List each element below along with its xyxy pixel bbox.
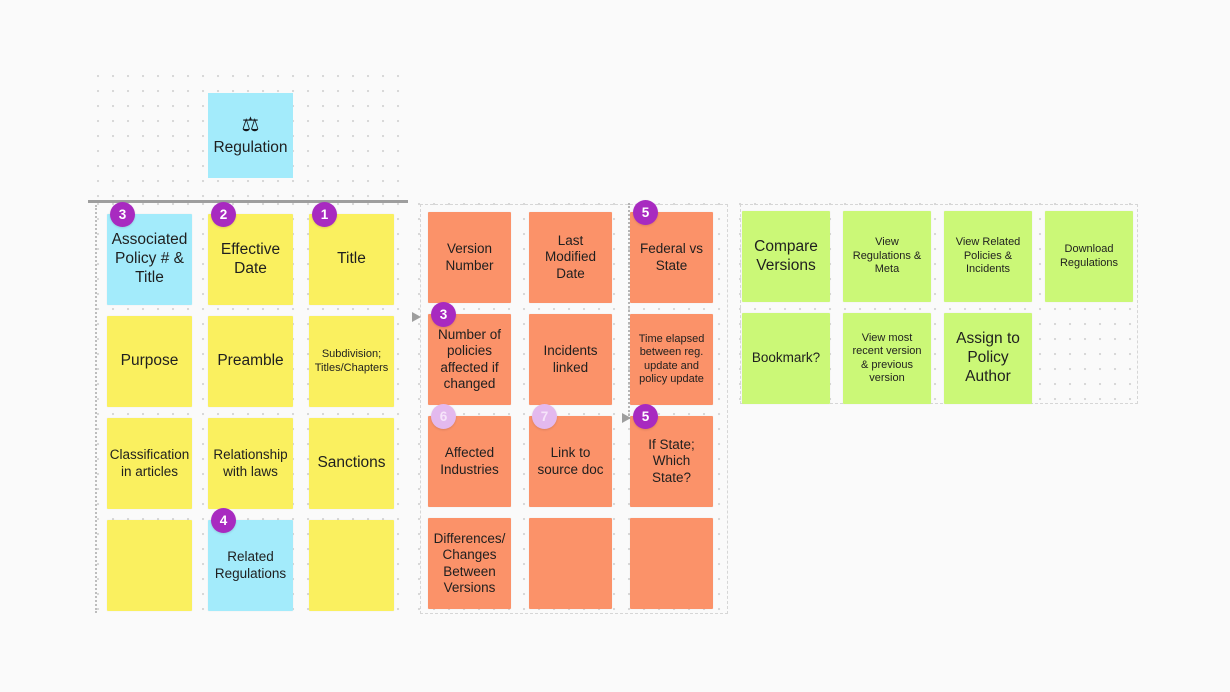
card-label: Last Modified Date: [544, 232, 597, 281]
card-preamble[interactable]: Preamble: [208, 316, 293, 407]
priority-badge-2[interactable]: 2: [211, 202, 236, 227]
card-related-regulations[interactable]: Related Regulations: [208, 520, 293, 611]
card-subdivision-titles-chapters[interactable]: Subdivision; Titles/Chapters: [309, 316, 394, 407]
card-title[interactable]: Title: [309, 214, 394, 305]
metadata-connector-line: [628, 203, 630, 419]
priority-badge-6[interactable]: 6: [431, 404, 456, 429]
card-label: Federal vs State: [639, 241, 704, 273]
card-last-modified-date[interactable]: Last Modified Date: [529, 212, 612, 303]
card-label: View most recent version & previous vers…: [852, 331, 922, 384]
card-label: Time elapsed between reg. update and pol…: [638, 332, 705, 385]
card-label: Differences/ Changes Between Versions: [433, 530, 506, 595]
card-empty-metadata-11[interactable]: [529, 518, 612, 609]
card-federal-vs-state[interactable]: Federal vs State: [630, 212, 713, 303]
card-label: Number of policies affected if changed: [437, 326, 502, 391]
card-empty-metadata-12[interactable]: [630, 518, 713, 609]
card-label: Download Regulations: [1059, 243, 1119, 269]
priority-badge-5[interactable]: 5: [633, 404, 658, 429]
priority-badge-5[interactable]: 5: [633, 200, 658, 225]
card-label: Related Regulations: [214, 549, 287, 581]
scales-of-justice-icon: ⚖: [241, 113, 260, 136]
card-label: Effective Date: [220, 240, 281, 277]
regulation-root-card[interactable]: ⚖ Regulation: [208, 93, 293, 178]
priority-badge-3[interactable]: 3: [110, 202, 135, 227]
card-label: View Regulations & Meta: [852, 236, 922, 276]
metadata-connector-arrow: [622, 413, 631, 423]
attributes-to-metadata-arrow: [412, 312, 421, 322]
card-classification-in-articles[interactable]: Classification in articles: [107, 418, 192, 509]
card-sanctions[interactable]: Sanctions: [309, 418, 394, 509]
card-time-elapsed-between-reg-update-and-policy-update[interactable]: Time elapsed between reg. update and pol…: [630, 314, 713, 405]
card-label: Preamble: [217, 352, 284, 370]
card-number-of-policies-affected-if-changed[interactable]: Number of policies affected if changed: [428, 314, 511, 405]
card-label: Assign to Policy Author: [956, 330, 1020, 385]
card-label: Affected Industries: [440, 445, 499, 477]
card-label: Associated Policy # & Title: [111, 231, 188, 286]
priority-badge-7[interactable]: 7: [532, 404, 557, 429]
card-purpose[interactable]: Purpose: [107, 316, 192, 407]
card-view-most-recent-version-previous-version[interactable]: View most recent version & previous vers…: [843, 313, 931, 404]
attributes-group-frame: [95, 205, 97, 613]
card-label: Link to source doc: [537, 445, 604, 477]
card-label: Incidents linked: [543, 343, 598, 375]
card-if-state-which-state[interactable]: If State; Which State?: [630, 416, 713, 507]
card-view-regulations-meta[interactable]: View Regulations & Meta: [843, 211, 931, 302]
card-label: Compare Versions: [754, 237, 818, 274]
card-empty-attributes-12[interactable]: [309, 520, 394, 611]
card-label: Version Number: [445, 241, 494, 273]
card-label: Relationship with laws: [213, 447, 288, 479]
card-bookmark[interactable]: Bookmark?: [742, 313, 830, 404]
card-link-to-source-doc[interactable]: Link to source doc: [529, 416, 612, 507]
card-label: If State; Which State?: [648, 436, 695, 485]
card-differences-changes-between-versions[interactable]: Differences/ Changes Between Versions: [428, 518, 511, 609]
card-empty-attributes-10[interactable]: [107, 520, 192, 611]
card-effective-date[interactable]: Effective Date: [208, 214, 293, 305]
card-download-regulations[interactable]: Download Regulations: [1045, 211, 1133, 302]
card-label: Sanctions: [317, 454, 386, 472]
card-relationship-with-laws[interactable]: Relationship with laws: [208, 418, 293, 509]
card-label: Bookmark?: [751, 350, 821, 366]
card-incidents-linked[interactable]: Incidents linked: [529, 314, 612, 405]
section-divider: [88, 200, 408, 203]
priority-badge-3[interactable]: 3: [431, 302, 456, 327]
card-label: Classification in articles: [109, 447, 190, 479]
card-affected-industries[interactable]: Affected Industries: [428, 416, 511, 507]
card-label: View Related Policies & Incidents: [955, 236, 1021, 276]
priority-badge-1[interactable]: 1: [312, 202, 337, 227]
card-label: Purpose: [120, 352, 179, 370]
card-version-number[interactable]: Version Number: [428, 212, 511, 303]
card-associated-policy-title[interactable]: Associated Policy # & Title: [107, 214, 192, 305]
card-assign-to-policy-author[interactable]: Assign to Policy Author: [944, 313, 1032, 404]
card-label: Title: [337, 250, 366, 268]
card-view-related-policies-incidents[interactable]: View Related Policies & Incidents: [944, 211, 1032, 302]
regulation-root-label: Regulation: [213, 138, 288, 156]
card-compare-versions[interactable]: Compare Versions: [742, 211, 830, 302]
priority-badge-4[interactable]: 4: [211, 508, 236, 533]
card-label: Subdivision; Titles/Chapters: [314, 348, 389, 374]
